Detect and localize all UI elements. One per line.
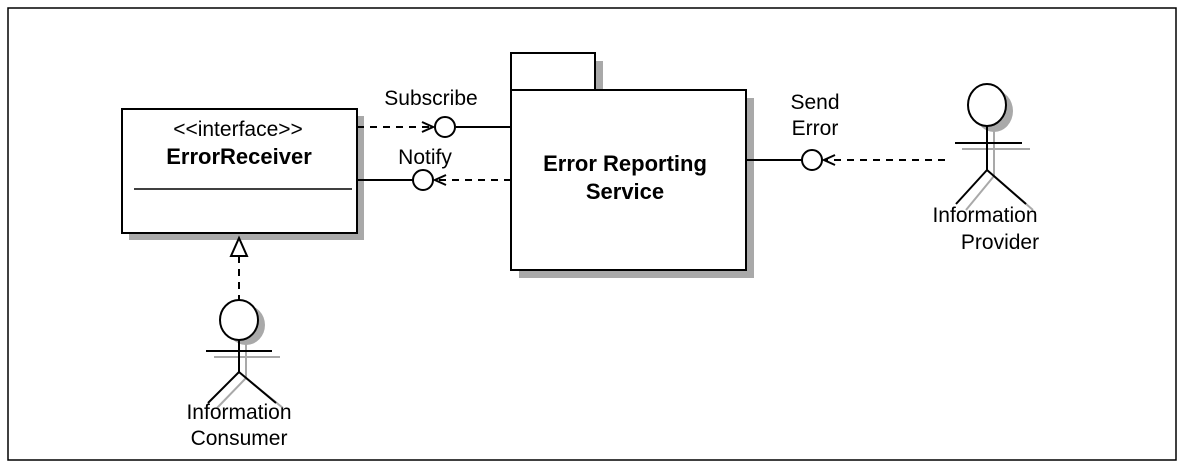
notify-lollipop-icon [412,169,434,191]
provider-label-line1: Information [932,204,1037,227]
notify-port[interactable]: Notify [357,146,511,191]
actor-information-consumer[interactable]: Information Consumer [186,299,292,450]
send-error-label-line1: Send [790,91,839,114]
interface-name: ErrorReceiver [166,144,312,169]
send-error-port[interactable]: Send Error [746,91,945,171]
send-error-lollipop-icon [801,149,823,171]
provider-label-line2: Provider [961,231,1039,254]
notify-label: Notify [398,146,452,169]
consumer-actor-icon [206,299,284,409]
actor-information-provider[interactable]: Information Provider [932,83,1039,254]
send-error-label-line2: Error [792,117,839,140]
consumer-label-line2: Consumer [191,427,288,450]
package-name-line1: Error Reporting [543,151,707,176]
subscribe-lollipop-icon [434,116,456,138]
consumer-label-line1: Information [186,401,291,424]
realization-arrow [229,235,249,306]
package-name-line2: Service [586,179,664,204]
interface-error-receiver[interactable]: <<interface>> ErrorReceiver [121,108,364,240]
subscribe-label: Subscribe [384,87,477,110]
subscribe-port[interactable]: Subscribe [357,87,511,138]
interface-stereotype: <<interface>> [173,118,303,141]
provider-actor-icon [955,83,1034,211]
package-error-reporting-service[interactable]: Error Reporting Service [510,52,754,278]
